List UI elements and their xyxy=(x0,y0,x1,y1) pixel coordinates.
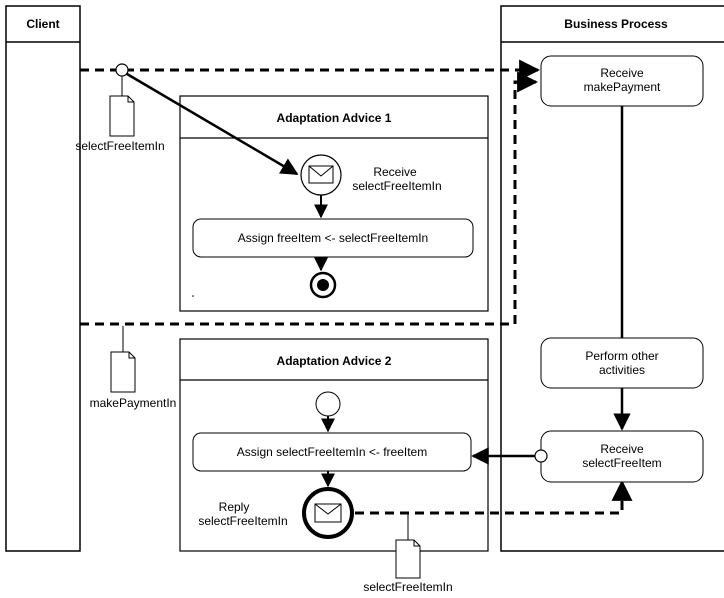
client-lane-title: Client xyxy=(26,17,60,31)
receive-event-label-line1: Receive xyxy=(373,165,417,179)
document1-label: selectFreeItemIn xyxy=(75,139,165,153)
end-event xyxy=(309,271,337,299)
advice1-title: Adaptation Advice 1 xyxy=(276,111,392,125)
receive-selectfreeitem-label-line1: Receive xyxy=(600,442,644,456)
document-icon xyxy=(109,76,135,137)
start-event xyxy=(315,391,341,417)
process-port xyxy=(534,449,548,463)
document-icon xyxy=(110,326,136,393)
client-port xyxy=(115,63,129,77)
advice2-title: Adaptation Advice 2 xyxy=(276,354,392,368)
reply-event-label-line2: selectFreeItemIn xyxy=(198,514,288,528)
receive-message-event xyxy=(300,154,342,196)
receive-makepayment-label-line1: Receive xyxy=(600,66,644,80)
document-icon xyxy=(395,514,421,579)
assign-selectfreeitemin-activity xyxy=(192,432,472,472)
document3-label: selectFreeItemIn xyxy=(363,580,453,594)
perform-other-label-line2: activities xyxy=(598,363,646,377)
receive-makepayment-label-line2: makePayment xyxy=(583,80,661,94)
process-lane-title: Business Process xyxy=(564,17,668,31)
receive-selectfreeitem-label-line2: selectFreeItem xyxy=(582,456,662,470)
assign-selectfreeitemin-label: Assign selectFreeItemIn <- freeItem xyxy=(236,445,428,459)
assign-freeitem-label: Assign freeItem <- selectFreeItemIn xyxy=(237,231,429,245)
process-lane xyxy=(500,5,724,552)
assign-freeitem-activity xyxy=(192,218,474,258)
advice1-box xyxy=(179,95,489,312)
perform-other-label-line1: Perform other xyxy=(585,349,659,363)
document2-label: makePaymentIn xyxy=(89,396,177,410)
receive-event-label-line2: selectFreeItemIn xyxy=(352,179,442,193)
reply-event-label-line1: Reply xyxy=(218,500,250,514)
selectfreeitem-flow xyxy=(126,72,299,176)
client-lane xyxy=(5,5,81,552)
makepayment-flow-loop xyxy=(80,71,539,326)
reply-flow xyxy=(355,479,633,515)
reply-message-event xyxy=(302,487,354,539)
